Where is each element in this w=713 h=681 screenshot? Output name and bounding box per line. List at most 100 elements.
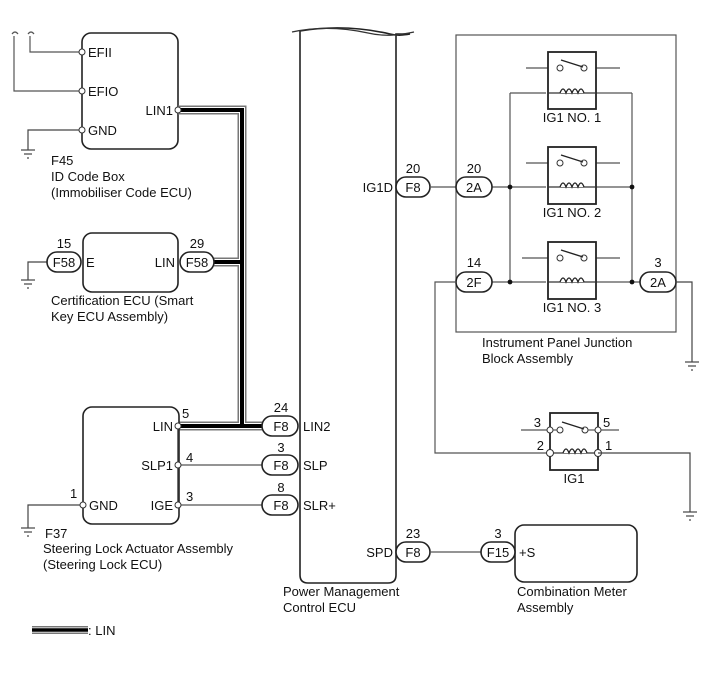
pin-number: 2 [537, 438, 544, 453]
connector-id: F8 [405, 545, 420, 560]
wire-efio [13, 36, 82, 92]
relay-label: IG1 NO. 1 [543, 110, 602, 125]
pin-efii [78, 48, 86, 56]
pin-label-spd: SPD [366, 545, 393, 560]
pin-number: 5 [182, 406, 189, 421]
coil-icon [548, 88, 596, 95]
pin-number: 3 [494, 526, 501, 541]
pin-number: 3 [277, 440, 284, 455]
component-name-2: Block Assembly [482, 351, 574, 366]
certification-ecu-body [82, 232, 179, 293]
wire-gnd-idbox [27, 129, 82, 150]
wire-gnd-ig1 [598, 452, 691, 512]
relay-ig1-no3: IG1 NO. 3 [522, 241, 620, 315]
ground-icon [685, 361, 699, 371]
wire-efii [29, 36, 82, 53]
pin-label-slp: SLP [303, 458, 328, 473]
pin-number: 1 [70, 486, 77, 501]
pin-slp1 [174, 461, 182, 469]
ground-icon [21, 527, 35, 537]
coil-icon [548, 182, 596, 189]
component-name: Instrument Panel Junction [482, 335, 632, 350]
instrument-panel-junction-block: IG1 NO. 1 IG1 NO. 2 [430, 34, 677, 366]
pin-efio [78, 87, 86, 95]
connector-id: F58 [186, 255, 208, 270]
connector-f15 [480, 541, 516, 563]
connector-id: 2F [466, 275, 481, 290]
pin-number: 15 [57, 236, 71, 251]
ground-icon [683, 511, 697, 521]
relay-ig1-no1: IG1 NO. 1 [526, 51, 620, 125]
pin-label-lin: LIN [155, 255, 175, 270]
pin-label-gnd: GND [88, 123, 117, 138]
pin-number: 3 [654, 255, 661, 270]
component-name-2: Control ECU [283, 600, 356, 615]
component-name-2: (Steering Lock ECU) [43, 557, 162, 572]
pin-number: 24 [274, 400, 288, 415]
pin-number: 14 [467, 255, 481, 270]
pin-label-ige: IGE [151, 498, 174, 513]
relay-ig1: 3 5 2 1 IG1 [521, 412, 619, 486]
pin-number: 1 [605, 438, 612, 453]
component-name-2: (Immobiliser Code ECU) [51, 185, 192, 200]
legend-label: : LIN [88, 623, 115, 638]
pin-label-lin1: LIN1 [146, 103, 173, 118]
component-name: Certification ECU (Smart [51, 293, 194, 308]
switch-icon [546, 421, 602, 434]
pin-number: 3 [186, 489, 193, 504]
coil-icon [550, 448, 598, 455]
connector-id: 2A [650, 275, 666, 290]
relay-label: IG1 [564, 471, 585, 486]
pin-ige [174, 501, 182, 509]
pin-label-efii: EFII [88, 45, 112, 60]
certification-ecu: F58 15 E LIN F58 29 Certification ECU (S… [21, 232, 215, 324]
power-mgmt-body [299, 27, 411, 584]
wire-2f-ig1 [434, 281, 550, 454]
steering-lock-assembly: LIN 5 SLP1 4 IGE 3 GND 1 F37 Steering Lo… [21, 406, 262, 572]
component-name-2: Assembly [517, 600, 574, 615]
connector-f8-slp [261, 454, 299, 476]
wire-gnd-steer [27, 504, 83, 528]
ground-icon [21, 279, 35, 289]
pin-label-e: E [86, 255, 95, 270]
relay-label: IG1 NO. 2 [543, 205, 602, 220]
pin-lin1 [174, 106, 182, 114]
wire-gnd-jb [676, 281, 693, 362]
pin-label-efio: EFIO [88, 84, 118, 99]
wire-break-icon [11, 31, 35, 35]
pin-label-ig1d: IG1D [363, 180, 393, 195]
wire-gnd-cert [27, 261, 47, 280]
power-management-ecu: F8 20 IG1D F8 24 LIN2 F8 3 SLP F8 8 SLR+… [261, 27, 431, 615]
pin-number: 20 [467, 161, 481, 176]
pin-label-lin: LIN [153, 419, 173, 434]
pin-label-gnd: GND [89, 498, 118, 513]
component-name: Steering Lock Actuator Assembly [43, 541, 234, 556]
pin-number: 3 [534, 415, 541, 430]
pin-number: 5 [603, 415, 610, 430]
switch-icon [552, 154, 592, 167]
pin-label-slr: SLR+ [303, 498, 336, 513]
connector-id: F15 [487, 545, 509, 560]
component-name: Combination Meter [517, 584, 627, 599]
pin-number: 29 [190, 236, 204, 251]
component-code: F45 [51, 153, 73, 168]
ground-icon [21, 149, 35, 159]
pin-label-lin2: LIN2 [303, 419, 330, 434]
switch-icon [552, 59, 592, 72]
connector-f58-lin [179, 251, 215, 273]
pin-number: 20 [406, 161, 420, 176]
relay-ig1-no2: IG1 NO. 2 [526, 146, 620, 220]
id-code-box: EFII EFIO GND LIN1 F45 ID Code Box (Immo… [11, 31, 192, 200]
coil-icon [548, 277, 596, 284]
pin-number: 23 [406, 526, 420, 541]
connector-id: 2A [466, 180, 482, 195]
connector-f8-slr [261, 494, 299, 516]
relay-label: IG1 NO. 3 [543, 300, 602, 315]
pin-lin [174, 422, 182, 430]
component-name: Power Management [283, 584, 400, 599]
break-line-icon [291, 27, 415, 36]
component-name-2: Key ECU Assembly) [51, 309, 168, 324]
component-name: ID Code Box [51, 169, 125, 184]
pin-label-s: +S [519, 545, 536, 560]
connector-id: F8 [273, 458, 288, 473]
